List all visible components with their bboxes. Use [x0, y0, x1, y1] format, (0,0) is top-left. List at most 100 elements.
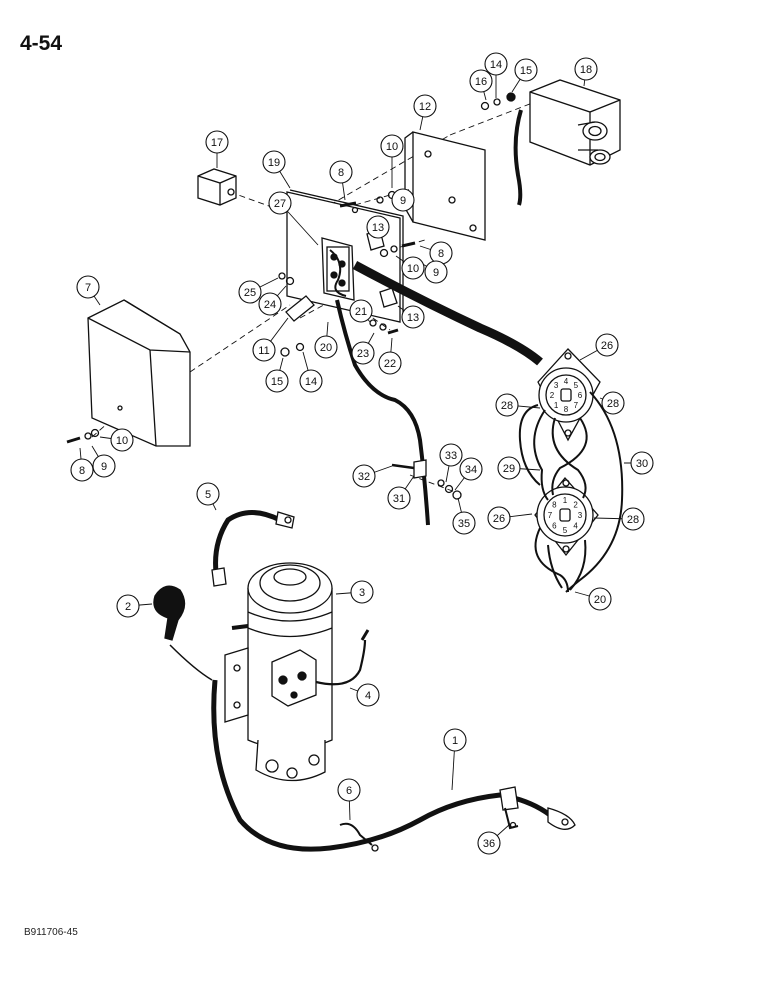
- callout-label: 21: [355, 306, 367, 318]
- callout-balloon: [574, 57, 598, 81]
- callout-balloon: [110, 428, 134, 452]
- motor-3: [224, 562, 333, 782]
- callout-balloon: [205, 130, 229, 154]
- callout-label: 30: [636, 458, 648, 470]
- callout-balloon: [116, 594, 140, 618]
- callout-7: 7: [76, 275, 101, 306]
- callout-label: 5: [205, 489, 211, 501]
- socket-pin-label: 2: [550, 391, 555, 400]
- callout-balloon: [258, 292, 282, 316]
- callout-balloon: [352, 464, 376, 488]
- callout-15: 15: [265, 357, 289, 393]
- callout-24: 24: [258, 285, 287, 316]
- callout-15: 15: [511, 58, 538, 93]
- cable-5: [211, 510, 295, 587]
- socket-wires: [518, 391, 624, 593]
- callout-label: 13: [407, 312, 419, 324]
- callout-8: 8: [419, 241, 453, 265]
- callout-label: 26: [493, 513, 505, 525]
- callout-balloon: [299, 369, 323, 393]
- callout-25: 25: [238, 277, 279, 304]
- callout-2: 2: [116, 594, 153, 618]
- callout-label: 2: [125, 601, 131, 613]
- callout-4: 4: [349, 683, 380, 707]
- callout-19: 19: [262, 150, 291, 189]
- callout-balloon: [401, 256, 425, 280]
- callout-balloon: [452, 511, 476, 535]
- wire-4: [315, 639, 367, 686]
- callout-9: 9: [415, 259, 448, 284]
- callout-balloon: [487, 506, 511, 530]
- callout-balloon: [356, 683, 380, 707]
- callout-label: 22: [384, 358, 396, 370]
- callout-8: 8: [70, 447, 94, 482]
- callout-label: 27: [274, 198, 286, 210]
- callout-label: 35: [458, 518, 470, 530]
- callout-22: 22: [378, 337, 402, 375]
- callout-label: 32: [358, 471, 370, 483]
- socket-pin-label: 4: [573, 522, 578, 531]
- callout-8: 8: [329, 160, 353, 201]
- socket-pin-label: 7: [548, 511, 553, 520]
- callout-balloon: [314, 335, 338, 359]
- callout-label: 10: [386, 141, 398, 153]
- callout-label: 18: [580, 64, 592, 76]
- callout-label: 9: [433, 267, 439, 279]
- callout-balloon: [196, 482, 220, 506]
- callout-27: 27: [268, 191, 319, 246]
- callout-label: 9: [101, 461, 107, 473]
- callout-26: 26: [487, 506, 533, 530]
- callout-balloon: [380, 134, 404, 158]
- callout-balloon: [413, 94, 437, 118]
- callout-29: 29: [497, 456, 541, 480]
- callout-balloon: [262, 150, 286, 174]
- callout-33: 33: [439, 443, 463, 483]
- socket-pin-label: 3: [578, 511, 583, 520]
- callout-balloon: [337, 778, 361, 802]
- callout-balloon: [443, 728, 467, 752]
- callout-balloon: [484, 52, 508, 76]
- callout-label: 7: [85, 282, 91, 294]
- callout-balloon: [495, 393, 519, 417]
- callout-balloon: [630, 451, 654, 475]
- callout-28: 28: [593, 507, 645, 531]
- callout-label: 8: [438, 248, 444, 260]
- callout-30: 30: [624, 451, 654, 475]
- callout-balloon: [497, 456, 521, 480]
- callout-label: 28: [607, 398, 619, 410]
- callout-label: 4: [365, 690, 371, 702]
- relay-17: [197, 168, 237, 206]
- callout-label: 31: [393, 493, 405, 505]
- callout-3: 3: [335, 580, 374, 604]
- socket-pin-label: 6: [578, 391, 583, 400]
- harness-main: [352, 261, 543, 366]
- callout-20: 20: [574, 587, 612, 611]
- callout-10: 10: [395, 255, 425, 280]
- bracket-12: [404, 131, 486, 241]
- callout-9: 9: [91, 445, 116, 478]
- callout-label: 9: [400, 195, 406, 207]
- callout-31: 31: [387, 475, 415, 510]
- socket-pin-label: 1: [563, 496, 568, 505]
- switch-18: [529, 79, 621, 166]
- callout-26: 26: [579, 333, 619, 361]
- wire-18: [513, 109, 523, 206]
- callout-label: 20: [320, 342, 332, 354]
- callout-label: 20: [594, 594, 606, 606]
- callout-balloon: [366, 215, 390, 239]
- callout-21: 21: [349, 299, 373, 323]
- callout-balloon: [350, 580, 374, 604]
- callout-18: 18: [574, 57, 598, 87]
- callout-label: 8: [338, 167, 344, 179]
- callout-label: 33: [445, 450, 457, 462]
- callout-13: 13: [397, 305, 425, 329]
- callout-balloon: [477, 831, 501, 855]
- page-number: 4-54: [20, 32, 63, 55]
- socket-upper: [537, 348, 601, 442]
- callout-balloon: [439, 443, 463, 467]
- callout-label: 36: [483, 838, 495, 850]
- callout-label: 12: [419, 101, 431, 113]
- callout-6: 6: [337, 778, 361, 821]
- socket-pin-label: 5: [574, 381, 579, 390]
